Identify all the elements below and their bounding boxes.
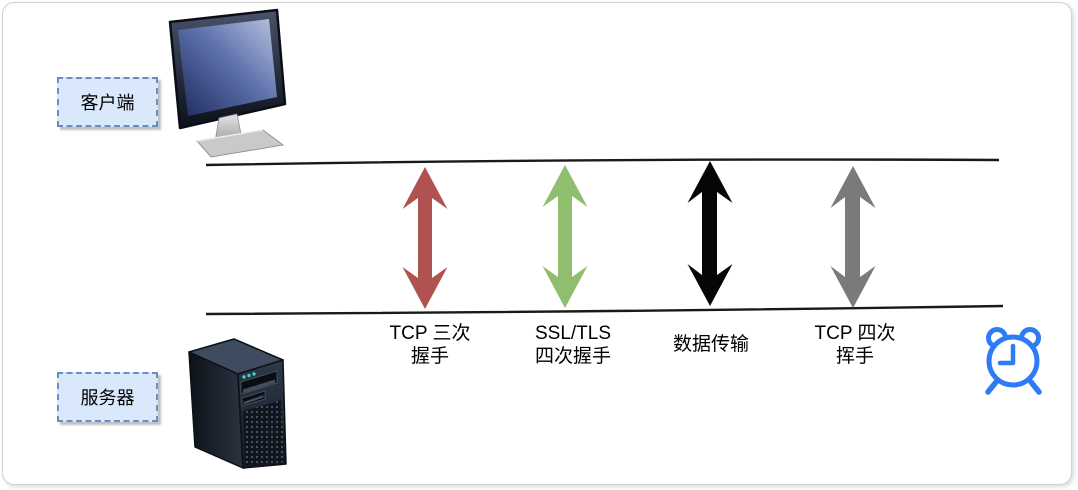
step-label-line: 数据传输 bbox=[672, 334, 749, 356]
server-vent-grid bbox=[243, 400, 285, 466]
server-icon bbox=[188, 338, 287, 469]
server-drive-bays bbox=[240, 370, 278, 407]
step-label-tcp-three-way-handshake: TCP 三次 握手 bbox=[350, 320, 510, 370]
tcp-wave-arrow bbox=[830, 166, 876, 308]
server-label: 服务器 bbox=[80, 388, 135, 408]
step-label-ssl-tls-handshake: SSL/TLS 四次握手 bbox=[493, 320, 653, 370]
data-transfer-arrow bbox=[687, 161, 733, 306]
client-label-box: 客户端 bbox=[57, 77, 158, 127]
step-label-tcp-four-way-wave: TCP 四次 挥手 bbox=[775, 320, 935, 370]
step-label-line: 四次握手 bbox=[534, 346, 611, 367]
step-label-data-transfer: 数据传输 bbox=[631, 320, 791, 370]
tcp-handshake-arrow bbox=[402, 167, 448, 309]
step-label-line: TCP 三次 bbox=[389, 322, 471, 344]
clock-hands bbox=[997, 343, 1016, 366]
client-label: 客户端 bbox=[80, 93, 135, 113]
step-label-line: TCP 四次 bbox=[814, 322, 896, 344]
client-timeline bbox=[205, 158, 1000, 167]
server-label-box: 服务器 bbox=[57, 372, 158, 422]
server-timeline bbox=[205, 304, 1004, 316]
ssl-tls-handshake-arrow bbox=[542, 165, 588, 308]
server-led-lights bbox=[242, 372, 256, 379]
step-label-line: 握手 bbox=[410, 346, 449, 367]
alarm-clock-icon bbox=[985, 327, 1042, 395]
step-label-line: 挥手 bbox=[835, 346, 874, 367]
monitor-icon bbox=[168, 8, 287, 158]
step-label-line: SSL/TLS bbox=[534, 322, 612, 344]
